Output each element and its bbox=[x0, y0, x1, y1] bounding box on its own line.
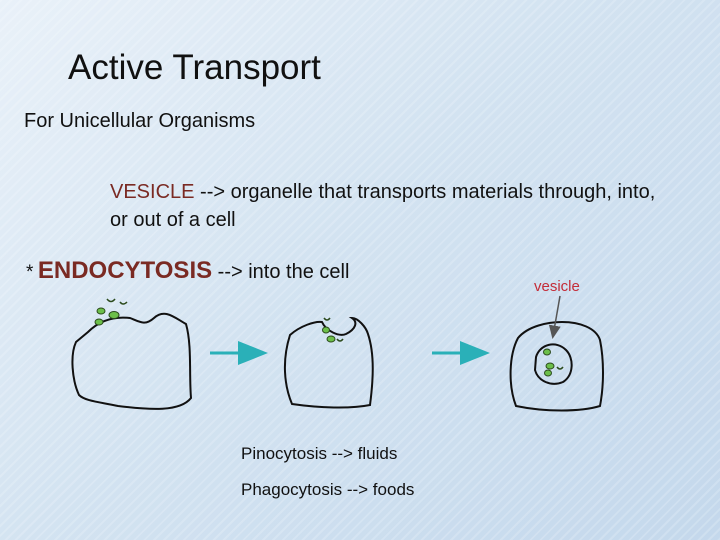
food-particles-3 bbox=[543, 348, 564, 377]
cell-stage-1 bbox=[71, 298, 193, 410]
vesicle-membrane bbox=[533, 343, 573, 385]
endocytosis-heading: * ENDOCYTOSIS --> into the cell bbox=[26, 257, 349, 285]
vesicle-pointer-arrow bbox=[548, 295, 561, 339]
cell-stage-2 bbox=[283, 316, 374, 409]
slide-title: Active Transport bbox=[68, 48, 321, 87]
slide-subtitle: For Unicellular Organisms bbox=[24, 110, 256, 132]
bullet-star: * bbox=[26, 262, 34, 283]
cell-membrane-2 bbox=[283, 316, 374, 409]
vesicle-definition: VESICLE --> organelle that transports ma… bbox=[110, 178, 670, 234]
pinocytosis-caption: Pinocytosis --> fluids bbox=[241, 444, 398, 463]
cell-stage-3 bbox=[509, 295, 604, 412]
cell-membrane-3 bbox=[509, 320, 604, 412]
vesicle-term: VESICLE bbox=[110, 181, 195, 203]
cell-membrane-1 bbox=[71, 312, 193, 410]
endocytosis-term: ENDOCYTOSIS bbox=[37, 257, 213, 284]
food-particles-2 bbox=[322, 317, 344, 343]
phagocytosis-caption: Phagocytosis --> foods bbox=[241, 480, 415, 499]
vesicle-label: vesicle bbox=[534, 278, 580, 295]
food-particles-1 bbox=[94, 298, 128, 326]
endocytosis-description: --> into the cell bbox=[212, 261, 350, 283]
vesicle-definition-text: --> organelle that transports materials … bbox=[110, 181, 656, 231]
